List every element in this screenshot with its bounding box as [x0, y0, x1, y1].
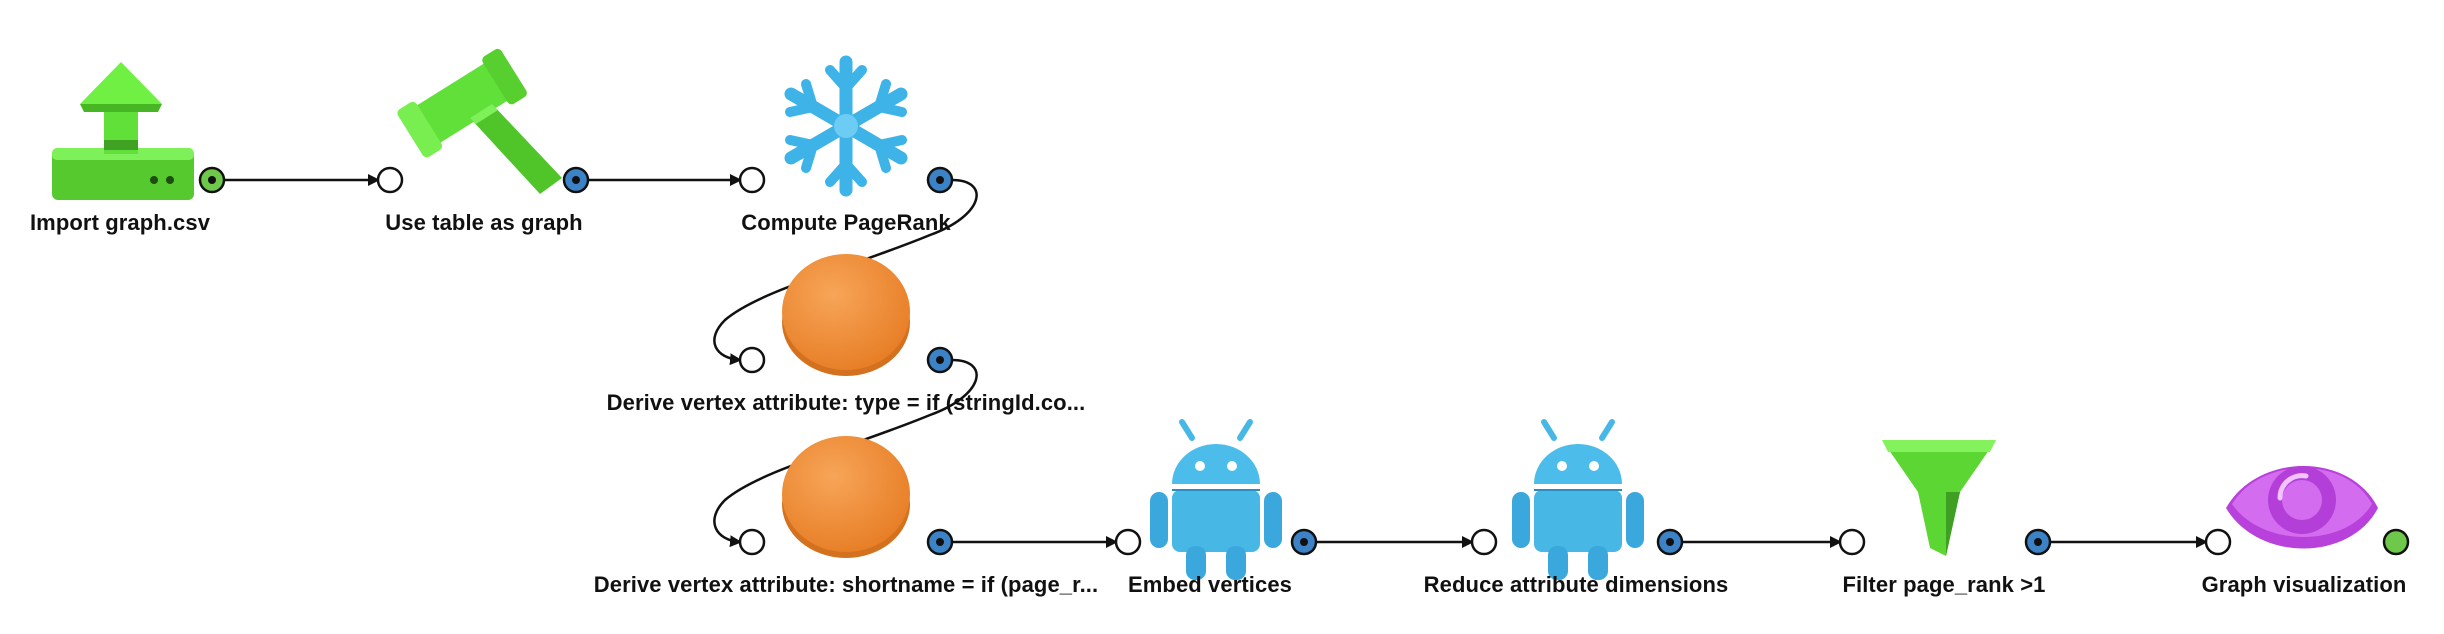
plug-input-pagerank[interactable]: [738, 166, 766, 194]
plug-output-filter[interactable]: [2024, 528, 2052, 556]
box-label-derive-shortname[interactable]: Derive vertex attribute: shortname = if …: [593, 572, 1099, 597]
plug-input-derivetype[interactable]: [738, 346, 766, 374]
box-label-import[interactable]: Import graph.csv: [29, 210, 211, 235]
plug-output-viz[interactable]: [2382, 528, 2410, 556]
plug-output-deriveshortname[interactable]: [926, 528, 954, 556]
box-label-viz[interactable]: Graph visualization: [2201, 572, 2407, 597]
box-label-derive-type[interactable]: Derive vertex attribute: type = if (stri…: [606, 390, 1086, 415]
plug-input-usetable[interactable]: [376, 166, 404, 194]
plug-output-embed[interactable]: [1290, 528, 1318, 556]
plug-input-deriveshortname[interactable]: [738, 528, 766, 556]
plug-input-embed[interactable]: [1114, 528, 1142, 556]
plug-output-usetable[interactable]: [562, 166, 590, 194]
snowflake-icon[interactable]: [784, 55, 908, 197]
plug-input-filter[interactable]: [1838, 528, 1866, 556]
box-label-filter[interactable]: Filter page_rank >1: [1842, 572, 2046, 597]
plug-input-reduce[interactable]: [1470, 528, 1498, 556]
circle-icon[interactable]: [782, 436, 910, 558]
box-label-reduce[interactable]: Reduce attribute dimensions: [1423, 572, 1729, 597]
plug-output-reduce[interactable]: [1656, 528, 1684, 556]
plug-output-derivetype[interactable]: [926, 346, 954, 374]
gavel-icon[interactable]: [396, 47, 562, 194]
box-label-pagerank[interactable]: Compute PageRank: [741, 210, 951, 235]
upload-icon[interactable]: [52, 62, 194, 200]
plug-output-pagerank[interactable]: [926, 166, 954, 194]
eye-icon[interactable]: [2226, 466, 2378, 549]
plug-input-viz[interactable]: [2204, 528, 2232, 556]
plug-output-import[interactable]: [198, 166, 226, 194]
android-icon[interactable]: [1150, 419, 1282, 580]
box-label-use-table[interactable]: Use table as graph: [385, 210, 583, 235]
android-icon[interactable]: [1512, 419, 1644, 580]
funnel-icon[interactable]: [1882, 440, 1996, 556]
box-label-embed[interactable]: Embed vertices: [1127, 572, 1293, 597]
circle-icon[interactable]: [782, 254, 910, 376]
